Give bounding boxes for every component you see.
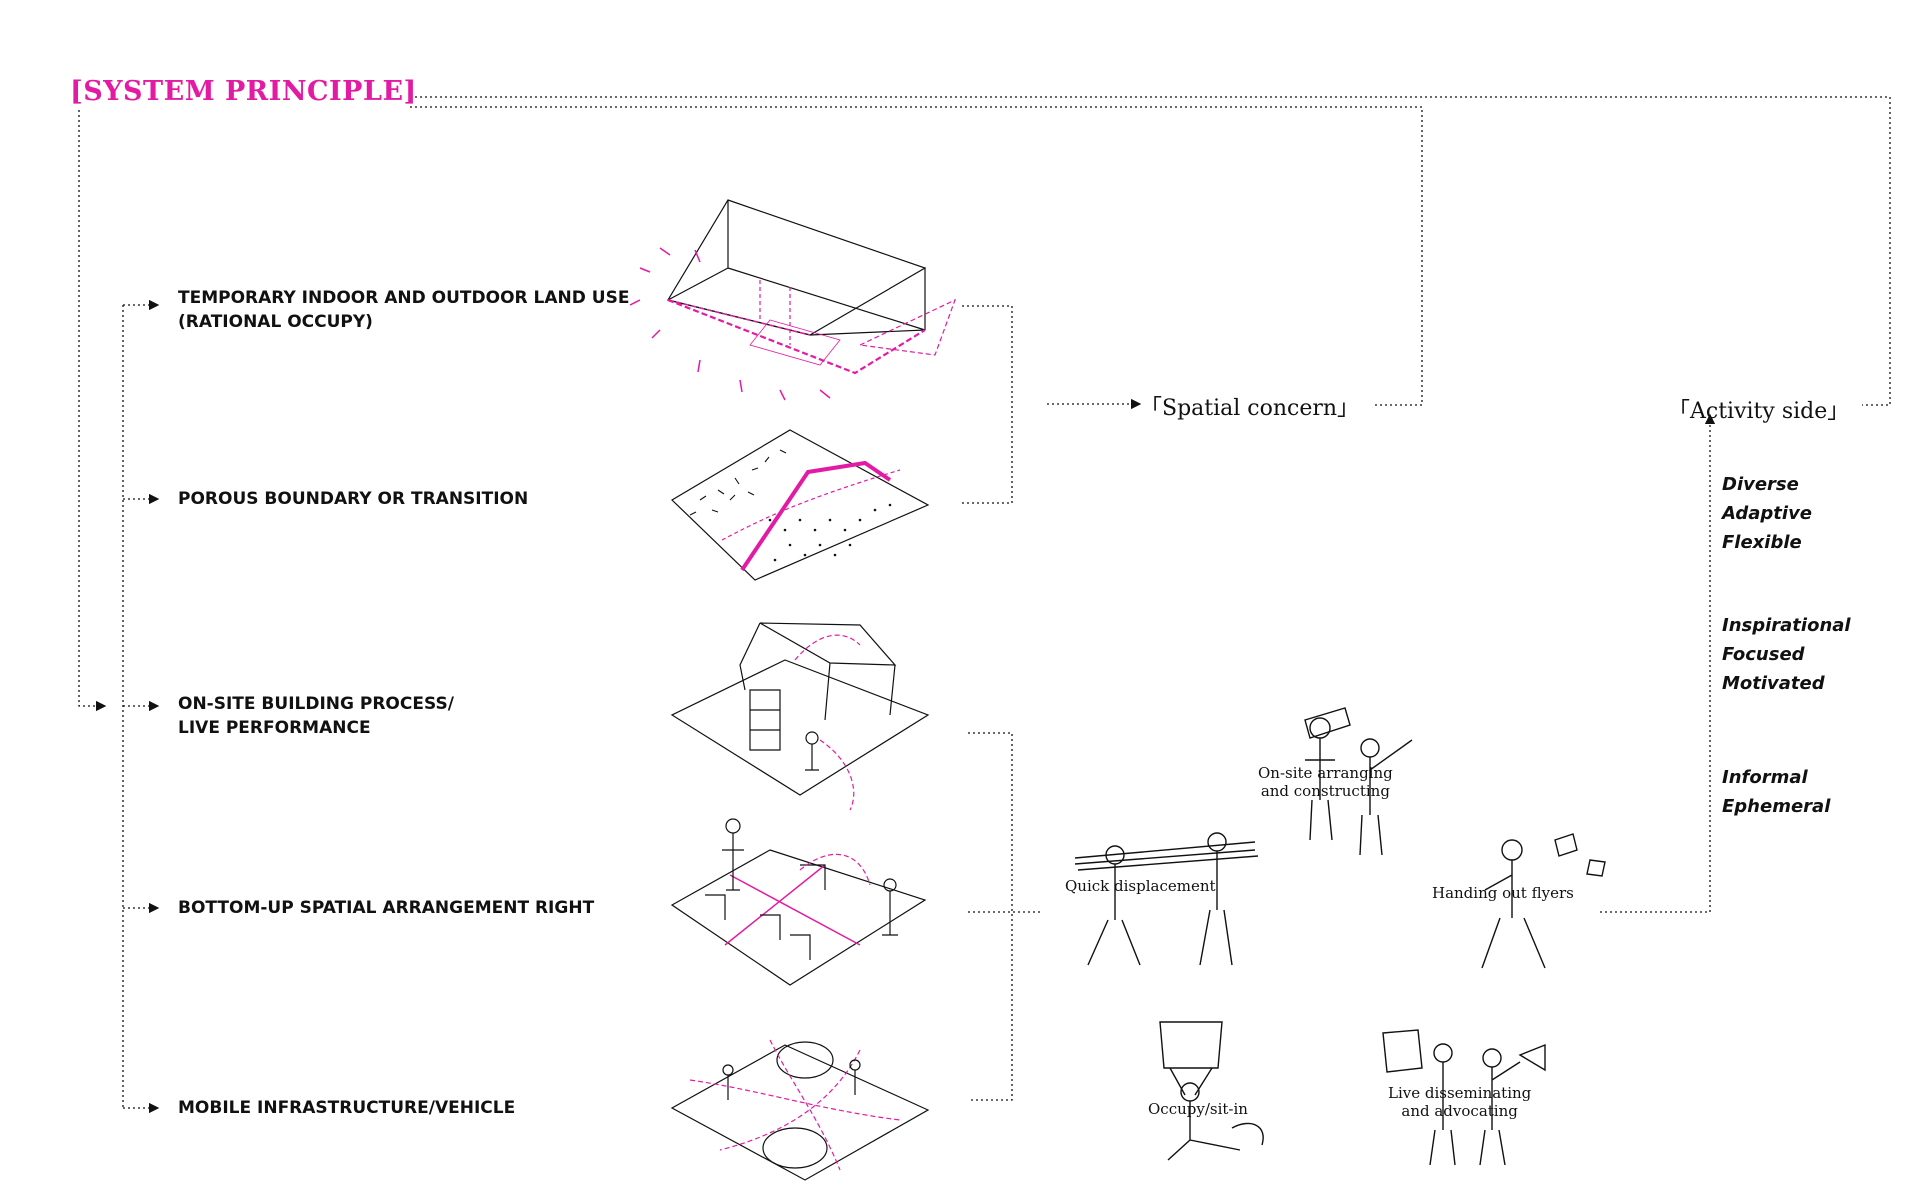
principle-spatial-arrangement: BOTTOM-UP SPATIAL ARRANGEMENT RIGHT (178, 896, 594, 920)
principle-label: BOTTOM-UP SPATIAL ARRANGEMENT RIGHT (178, 898, 595, 918)
figure-onsite-arranging (1304, 707, 1413, 856)
attribute-group-3: Informal Ephemeral (1722, 763, 1830, 821)
activity-label: and advocating (1401, 1102, 1518, 1120)
attribute-label: Ephemeral (1722, 796, 1831, 817)
principle-porous-boundary: POROUS BOUNDARY OR TRANSITION (178, 487, 528, 511)
diagram-land-use (629, 199, 957, 401)
attribute-label: Focused (1722, 644, 1805, 665)
activity-bracket (968, 732, 1013, 1101)
activity-quick-label: Quick displacement (1065, 877, 1216, 895)
activity-label: Handing out flyers (1432, 884, 1574, 902)
activity-label: Occupy/sit-in (1148, 1100, 1248, 1118)
attribute-label: Adaptive (1722, 503, 1813, 524)
activity-onsite-label: On-site arranging and constructing (1258, 764, 1393, 800)
principle-label: (RATIONAL OCCUPY) (178, 312, 373, 332)
title-top-line (410, 96, 1891, 406)
activity-side-label: 「Activity side」 (1668, 399, 1850, 424)
activity-label: Quick displacement (1065, 877, 1216, 895)
attribute-label: Diverse (1722, 474, 1799, 495)
activity-live-label: Live disseminating and advocating (1388, 1084, 1531, 1120)
title-drop-line (78, 110, 107, 712)
activity-label: and constructing (1260, 782, 1390, 800)
diagram-porous-boundary (671, 429, 930, 581)
diagram-mobile-infrastructure (670, 1039, 930, 1181)
attribute-label: Flexible (1722, 532, 1802, 553)
page-title: [SYSTEM PRINCIPLE] (70, 76, 417, 107)
principle-building-process: ON-SITE BUILDING PROCESS/ LIVE PERFORMAN… (178, 692, 454, 740)
activity-label: Live disseminating (1388, 1084, 1532, 1102)
diagram-spatial-arrangement (670, 818, 927, 986)
activity-occupy-label: Occupy/sit-in (1148, 1100, 1248, 1118)
figure-handing-flyers (1481, 833, 1606, 969)
activity-flyers-label: Handing out flyers (1432, 884, 1574, 902)
principle-label: POROUS BOUNDARY OR TRANSITION (178, 489, 529, 509)
figure-quick-displacement (1074, 832, 1259, 966)
attribute-group-1: Diverse Adaptive Flexible (1722, 470, 1812, 557)
attribute-label: Informal (1722, 767, 1808, 788)
activity-arrow (1600, 413, 1716, 913)
principle-label: MOBILE INFRASTRUCTURE/VEHICLE (178, 1098, 516, 1118)
spatial-concern-label: 「Spatial concern」 (1140, 396, 1360, 421)
attribute-group-2: Inspirational Focused Motivated (1722, 611, 1851, 698)
principle-label: ON-SITE BUILDING PROCESS/ (178, 694, 454, 714)
attribute-label: Inspirational (1722, 615, 1851, 636)
principle-land-use: TEMPORARY INDOOR AND OUTDOOR LAND USE (R… (178, 286, 629, 334)
figure-occupy-sitin (1159, 1021, 1264, 1161)
title-second-line (410, 106, 1423, 406)
principle-label: LIVE PERFORMANCE (178, 718, 371, 738)
figure-live-disseminating (1382, 1029, 1546, 1166)
attribute-label: Motivated (1722, 673, 1825, 694)
principle-mobile-infrastructure: MOBILE INFRASTRUCTURE/VEHICLE (178, 1096, 515, 1120)
diagram-building-process (670, 622, 930, 811)
principle-label: TEMPORARY INDOOR AND OUTDOOR LAND USE (178, 288, 630, 308)
spatial-bracket (962, 305, 1013, 504)
activity-label: On-site arranging (1258, 764, 1393, 782)
